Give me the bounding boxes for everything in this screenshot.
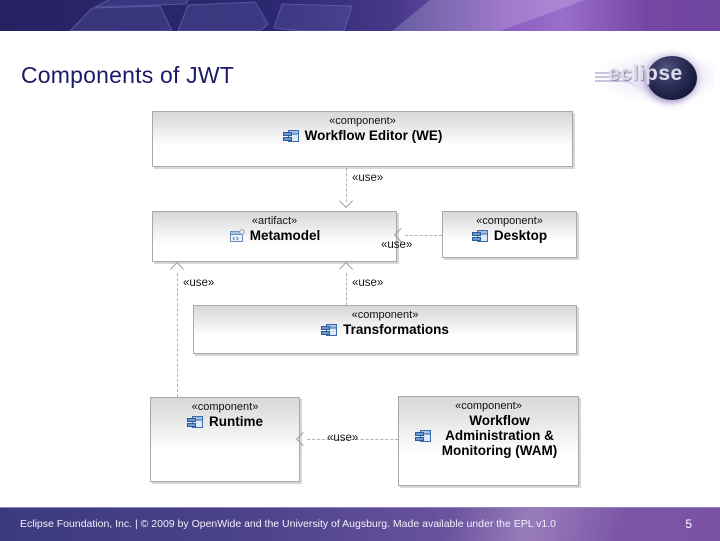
stereotype-label: «component»: [351, 309, 419, 321]
use-dependency-label: «use»: [352, 172, 384, 184]
connector-wam-to-runtime: [307, 439, 398, 440]
use-dependency-label: «use»: [352, 277, 384, 289]
component-box-runtime: «component» Runtime: [150, 397, 300, 482]
logo-line: [595, 80, 629, 82]
connector-transformations-to-metamodel: [346, 273, 347, 305]
logo-line: [595, 76, 629, 78]
eclipse-orb-icon: [647, 56, 697, 100]
logo-line: [595, 72, 629, 74]
stereotype-label: «component»: [191, 401, 259, 413]
header-mosaic-decoration: [69, 0, 585, 31]
component-name: Workflow Administration & Monitoring (WA…: [441, 413, 558, 458]
component-icon: [187, 415, 204, 429]
component-icon: [282, 129, 300, 143]
connector-desktop-to-metamodel: [405, 235, 442, 236]
footer-band: Eclipse Foundation, Inc. | © 2009 by Ope…: [0, 507, 720, 541]
stereotype-label: «component»: [476, 215, 543, 227]
arrowhead-up-icon: [338, 261, 354, 277]
component-box-workflow-editor: «component» Workflow Editor (WE): [152, 111, 573, 167]
page-title: Components of JWT: [21, 62, 235, 88]
eclipse-logo: eclipse: [595, 53, 715, 103]
component-name: Desktop: [493, 228, 548, 243]
artifact-name: Metamodel: [249, 228, 321, 243]
component-icon: [321, 323, 338, 337]
stereotype-label: «component»: [455, 400, 522, 412]
component-name: Workflow Editor (WE): [304, 128, 443, 143]
artifact-icon: [229, 228, 245, 243]
use-dependency-label: «use»: [381, 239, 413, 251]
connector-runtime-to-metamodel: [177, 273, 178, 397]
footer-text: Eclipse Foundation, Inc. | © 2009 by Ope…: [20, 518, 556, 530]
component-icon: [471, 229, 489, 243]
artifact-box-metamodel: «artifact» Metamodel: [152, 211, 397, 262]
component-name: Runtime: [209, 414, 263, 429]
component-icon: [414, 429, 432, 443]
arrowhead-down-icon: [338, 193, 354, 209]
component-box-transformations: «component» Transformations: [193, 305, 577, 354]
component-box-wam: «component» Workflow Administration & Mo…: [398, 396, 579, 486]
eclipse-logo-text: eclipse: [608, 62, 683, 85]
stereotype-label: «artifact»: [251, 215, 298, 227]
use-dependency-label: «use»: [327, 432, 359, 444]
page-number: 5: [685, 517, 692, 531]
header-band: [0, 0, 720, 31]
use-dependency-label: «use»: [183, 277, 215, 289]
connector-we-to-metamodel: [346, 168, 347, 202]
component-name: Transformations: [343, 322, 449, 337]
component-box-desktop: «component» Desktop: [442, 211, 577, 258]
stereotype-label: «component»: [329, 115, 396, 127]
arrowhead-up-icon: [169, 261, 185, 277]
